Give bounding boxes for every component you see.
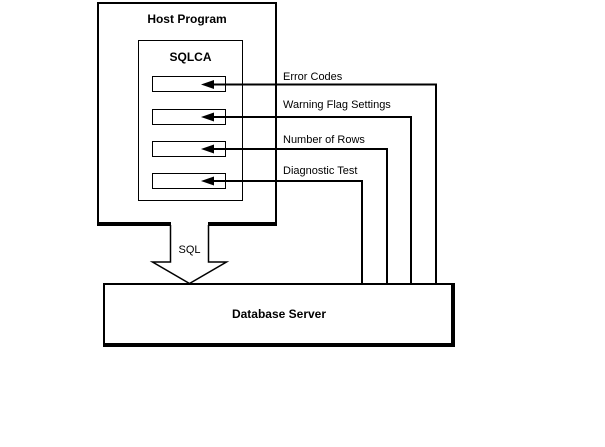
sqlca-field-box-diagnostic-test [152,173,226,189]
callout-label-warning-flags: Warning Flag Settings [283,99,391,111]
sql-flow-label: SQL [178,244,201,256]
callout-label-number-of-rows: Number of Rows [283,134,365,146]
sqlca-field-box-number-of-rows [152,141,226,157]
sqlca-label: SQLCA [169,50,212,64]
callout-label-diagnostic-test: Diagnostic Test [283,165,358,177]
database-server-label: Database Server [231,307,327,321]
sqlca-field-box-warning-flags [152,109,226,125]
host-program-label: Host Program [147,12,227,26]
database-server-box [103,283,455,347]
callout-label-error-codes: Error Codes [283,71,343,83]
sqlca-field-box-error-codes [152,76,226,92]
